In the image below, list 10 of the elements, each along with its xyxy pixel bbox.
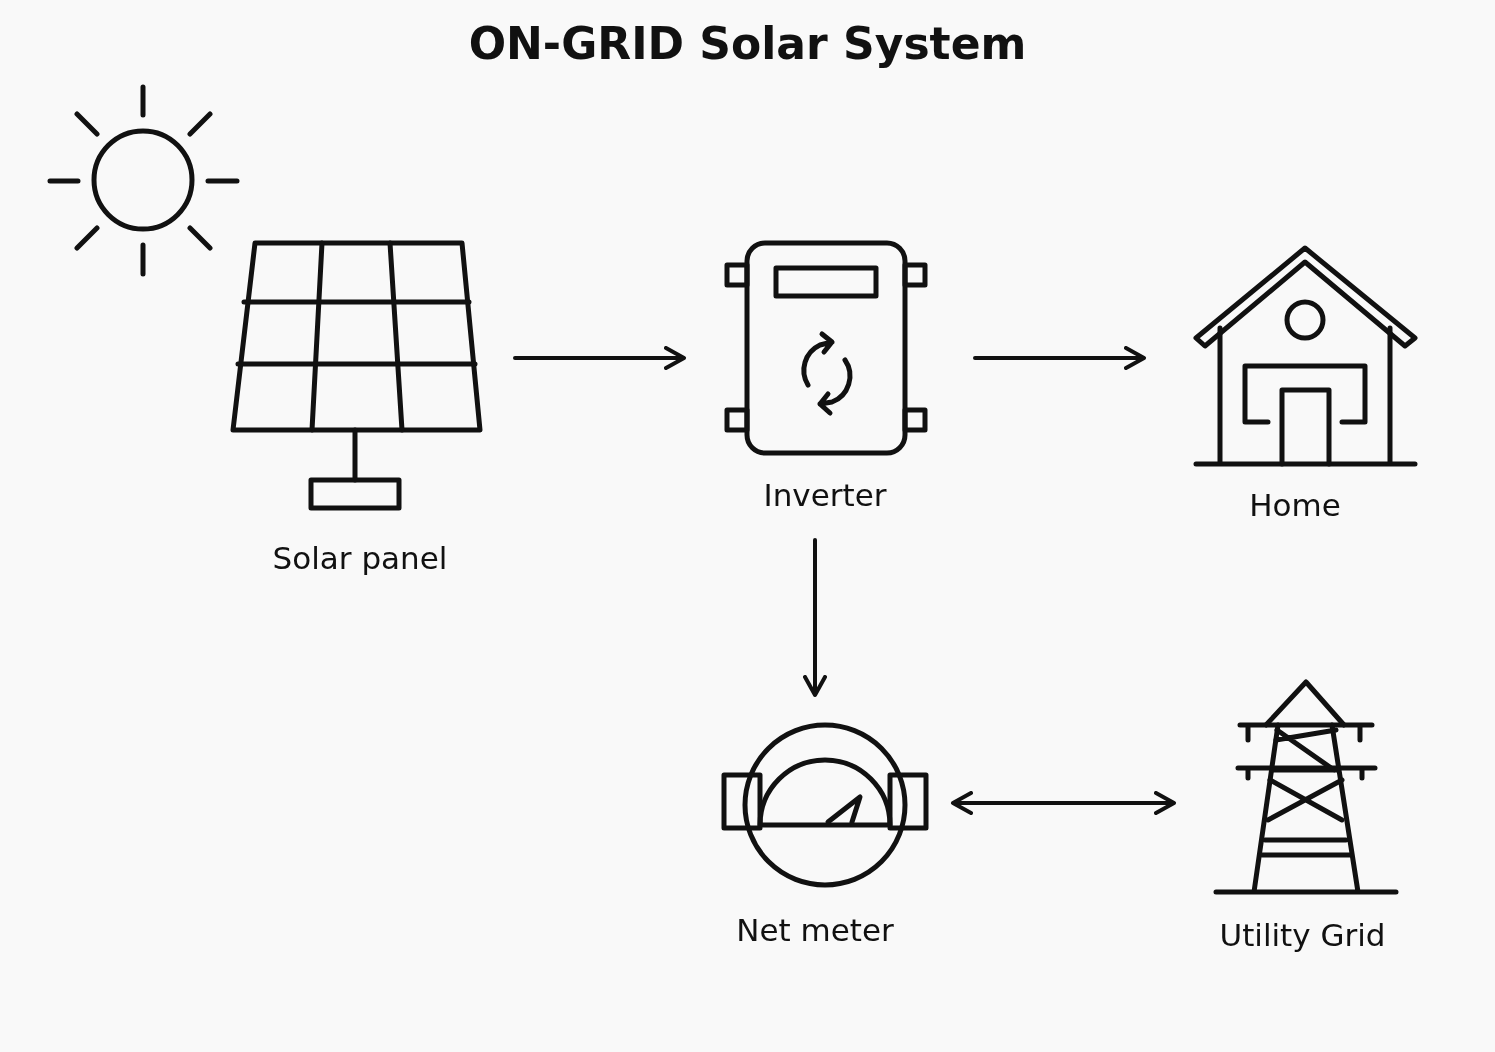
arrow <box>513 346 686 370</box>
arrow <box>803 538 827 697</box>
node-label: Solar panel <box>271 540 449 576</box>
diagram-title: ON-GRID Solar System <box>467 18 1028 69</box>
arrow <box>951 791 1176 815</box>
arrow <box>973 346 1146 370</box>
node-label: Net meter <box>735 912 895 948</box>
node-label: Utility Grid <box>1218 917 1387 953</box>
node-label: Inverter <box>762 477 888 513</box>
node-label: Home <box>1248 487 1342 523</box>
